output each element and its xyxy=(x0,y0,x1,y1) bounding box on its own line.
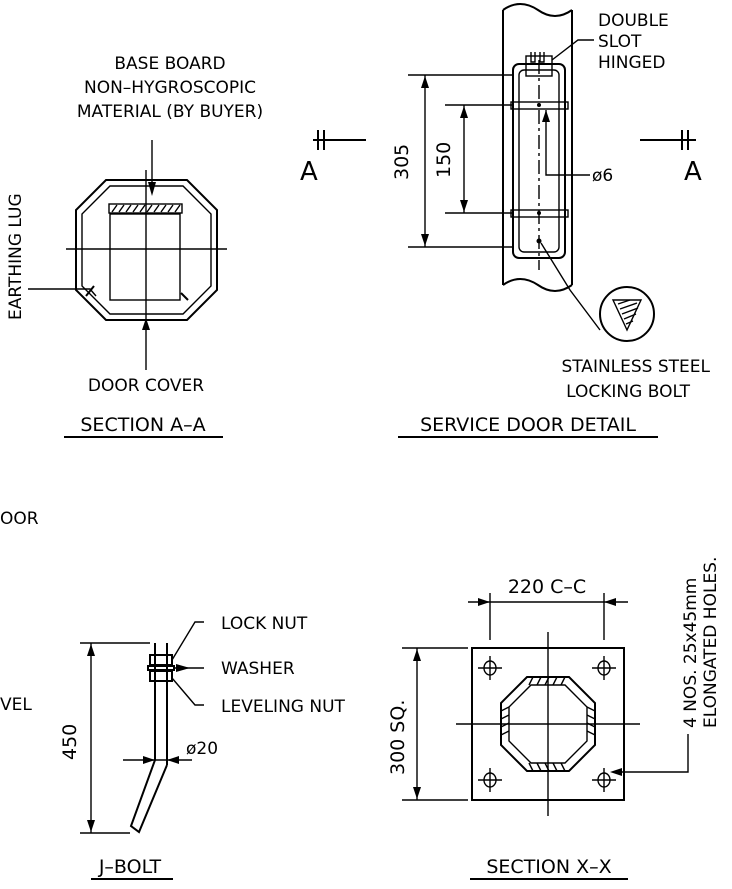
pole-octagon-inner xyxy=(508,684,588,764)
rivet-top xyxy=(537,103,541,107)
pole-top-break xyxy=(502,3,573,17)
double-slot-hinge xyxy=(525,55,553,77)
dim-150-arrow-bottom xyxy=(460,200,468,212)
cut-text-vel: VEL xyxy=(0,695,32,715)
dim-150-text: 150 xyxy=(433,142,455,178)
dim-450-text: 450 xyxy=(59,724,81,760)
bolt-symbol-triangle xyxy=(611,299,643,332)
double-slot-label-2: SLOT xyxy=(598,32,642,52)
base-board-arrow xyxy=(148,182,156,196)
section-aa-title: SECTION A–A xyxy=(80,414,205,436)
bolt-hole-tr xyxy=(592,656,616,680)
lock-nut xyxy=(149,654,173,666)
section-xx-title: SECTION X–X xyxy=(486,856,611,878)
dia-20-arrow-left xyxy=(143,756,155,764)
dia-20-arrow-right xyxy=(167,756,179,764)
hinge-slots xyxy=(530,52,545,63)
washer-label: WASHER xyxy=(221,659,295,679)
bolt-hole-bl xyxy=(478,768,502,792)
bolt-hole-br xyxy=(592,768,616,792)
dim-220-arrow-left xyxy=(478,598,490,606)
door-cover-arrow xyxy=(142,318,150,330)
dim-305-arrow-bottom xyxy=(421,234,429,246)
service-door-title: SERVICE DOOR DETAIL xyxy=(420,414,636,436)
leveling-nut-label: LEVELING NUT xyxy=(221,697,346,717)
double-slot-label-3: HINGED xyxy=(598,53,666,73)
base-board-label-1: BASE BOARD xyxy=(114,54,225,74)
leveling-nut-leader xyxy=(171,677,204,706)
double-slot-label-1: DOUBLE xyxy=(598,11,669,31)
dia-6-text: ø6 xyxy=(592,166,613,186)
pole-wall-hatch xyxy=(500,676,596,772)
j-bolt: LOCK NUT WASHER LEVELING NUT 450 ø20 J–B… xyxy=(59,614,346,880)
earthing-lug xyxy=(85,285,95,297)
holes-note-leader xyxy=(616,734,689,773)
section-aa: BASE BOARD NON–HYGROSCOPIC MATERIAL (BY … xyxy=(6,54,263,438)
section-mark-a-left: A xyxy=(300,157,318,187)
section-xx: 220 C–C 300 SQ. 4 NOS. 25x45mm ELONGATED… xyxy=(387,557,721,880)
earthing-lug-label: EARTHING LUG xyxy=(6,193,26,320)
service-door-detail: DOUBLE SLOT HINGED A A 305 150 ø6 xyxy=(300,3,711,438)
washer-arrow xyxy=(176,664,190,672)
octagon-inner xyxy=(81,185,212,315)
j-bolt-title: J–BOLT xyxy=(98,856,162,878)
bolt-label-2: LOCKING BOLT xyxy=(566,382,690,402)
holes-note-2: ELONGATED HOLES. xyxy=(701,557,721,728)
section-mark-a-right: A xyxy=(684,157,702,187)
pole-bottom-break xyxy=(502,278,573,292)
pole-octagon-outer xyxy=(500,676,596,772)
bolt-label-1: STAINLESS STEEL xyxy=(561,357,710,377)
holes-note-arrow xyxy=(610,768,622,776)
dim-300-arrow-bottom xyxy=(413,787,421,799)
double-slot-leader xyxy=(551,39,594,61)
dim-150-arrow-top xyxy=(460,106,468,118)
dia-6-leader xyxy=(545,110,590,176)
base-board-label-2: NON–HYGROSCOPIC xyxy=(84,78,256,98)
dia-20-text: ø20 xyxy=(186,739,218,759)
dim-450-arrow-top xyxy=(87,644,95,656)
dim-305-arrow-top xyxy=(421,76,429,88)
bolt-symbol-circle xyxy=(599,286,655,342)
inner-board xyxy=(109,213,181,301)
dim-305-text: 305 xyxy=(391,144,413,180)
door-cover-label: DOOR COVER xyxy=(88,376,204,396)
holes-note-1: 4 NOS. 25x45mm xyxy=(681,578,701,728)
base-board-hatch xyxy=(111,204,181,213)
cut-text-oor: OOR xyxy=(0,509,39,529)
j-bolt-hook xyxy=(129,759,168,834)
bolt-hole-tl xyxy=(478,656,502,680)
base-board-label-3: MATERIAL (BY BUYER) xyxy=(77,102,263,122)
locking-bolt xyxy=(536,238,542,244)
bolt-leader xyxy=(540,242,601,331)
earthing-lug-leader xyxy=(28,288,97,297)
octagon-outer xyxy=(75,179,218,321)
dim-220-text: 220 C–C xyxy=(508,576,586,598)
lock-nut-label: LOCK NUT xyxy=(221,614,308,634)
lock-nut-leader xyxy=(171,621,204,661)
dim-300-text: 300 SQ. xyxy=(387,700,409,775)
door-lug xyxy=(180,292,189,301)
rivet-bottom xyxy=(537,211,541,215)
washer xyxy=(147,665,175,671)
dim-300-arrow-top xyxy=(413,649,421,661)
leveling-nut xyxy=(149,670,173,682)
dim-220-arrow-right xyxy=(604,598,616,606)
dia-6-arrow xyxy=(542,110,550,122)
dim-450-arrow-bottom xyxy=(87,820,95,832)
bolt-symbol-hatch xyxy=(617,299,639,325)
